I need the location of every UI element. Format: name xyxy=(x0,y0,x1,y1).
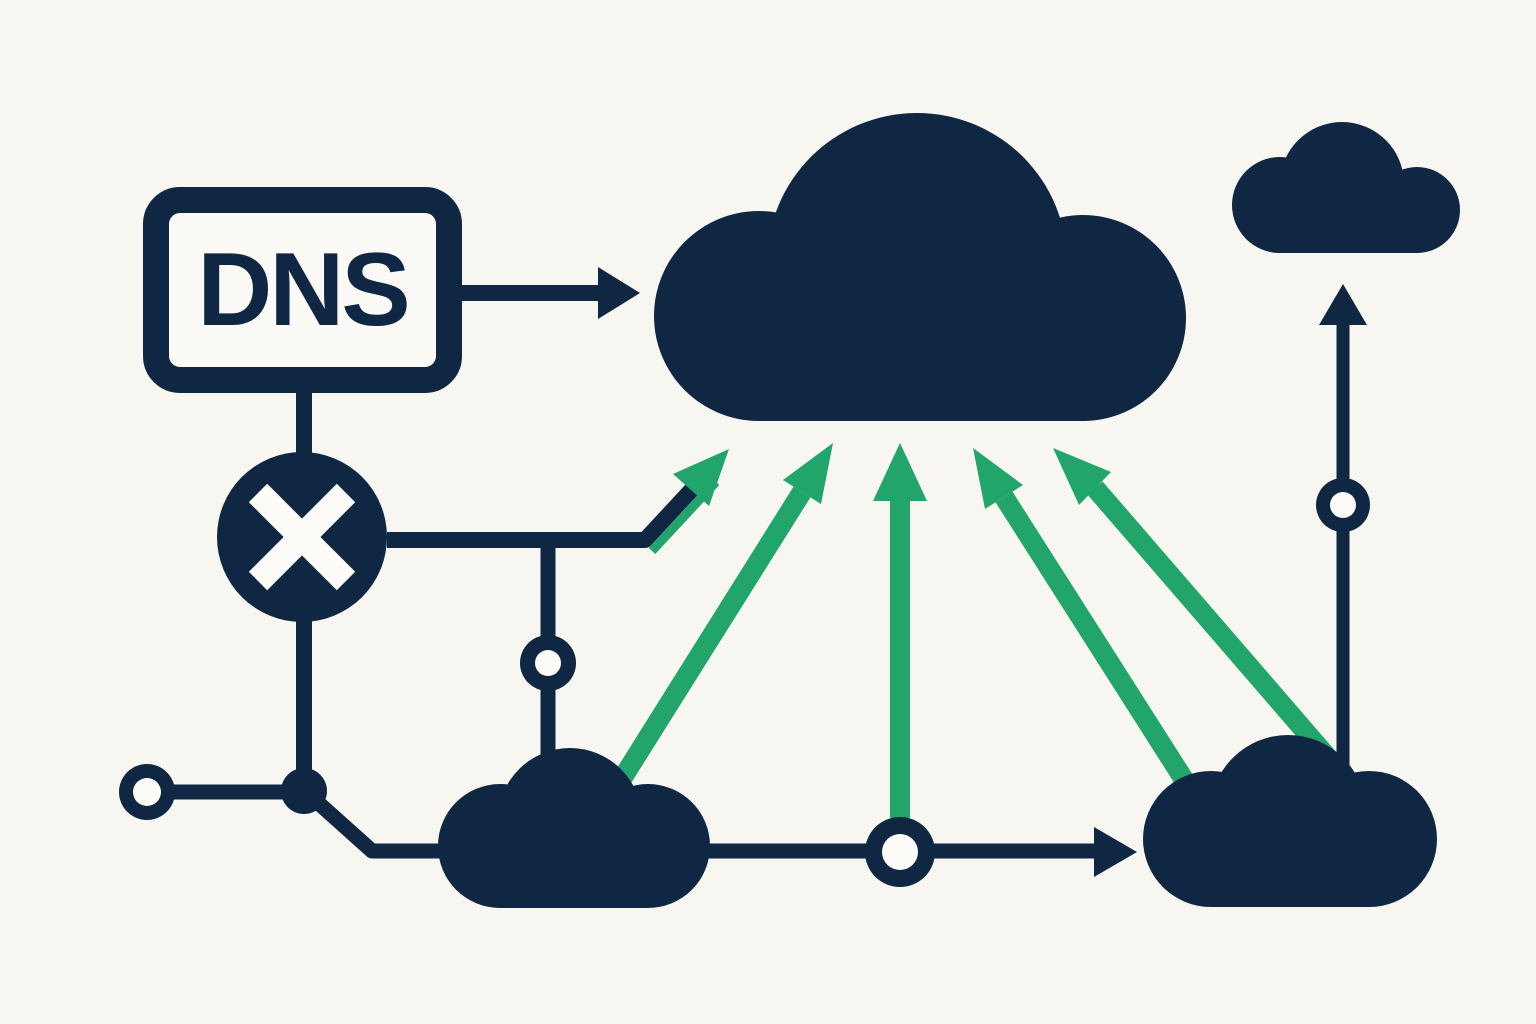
bottom-right-arrowhead xyxy=(1094,827,1137,877)
green-arrow-right-inner xyxy=(973,448,1206,806)
right-cloud-icon xyxy=(1143,735,1437,907)
small-cloud-icon xyxy=(1232,122,1460,253)
green-arrowhead xyxy=(673,449,729,506)
up-arrow-to-small-cloud xyxy=(1319,284,1367,795)
dns-label: DNS xyxy=(197,231,411,348)
bent-green-arrow xyxy=(387,449,729,555)
ring-node-left xyxy=(119,764,175,820)
junction-dot xyxy=(281,768,327,814)
x-circle-icon xyxy=(217,452,387,622)
green-arrow-vertical xyxy=(873,443,927,818)
ring-node-mid xyxy=(520,635,576,691)
bottom-network-line xyxy=(299,785,1137,877)
green-arrow-right-outer xyxy=(1053,448,1338,767)
right-arrowhead xyxy=(598,267,640,319)
dns-to-cloud-arrow xyxy=(458,267,640,319)
ring-node-center xyxy=(865,817,935,887)
main-cloud-icon xyxy=(654,113,1186,421)
green-arrow-left xyxy=(611,443,833,788)
ring-node-right xyxy=(1316,478,1370,532)
dns-server-box xyxy=(143,187,462,393)
left-cloud-icon xyxy=(438,748,710,908)
up-arrowhead xyxy=(1319,284,1367,325)
